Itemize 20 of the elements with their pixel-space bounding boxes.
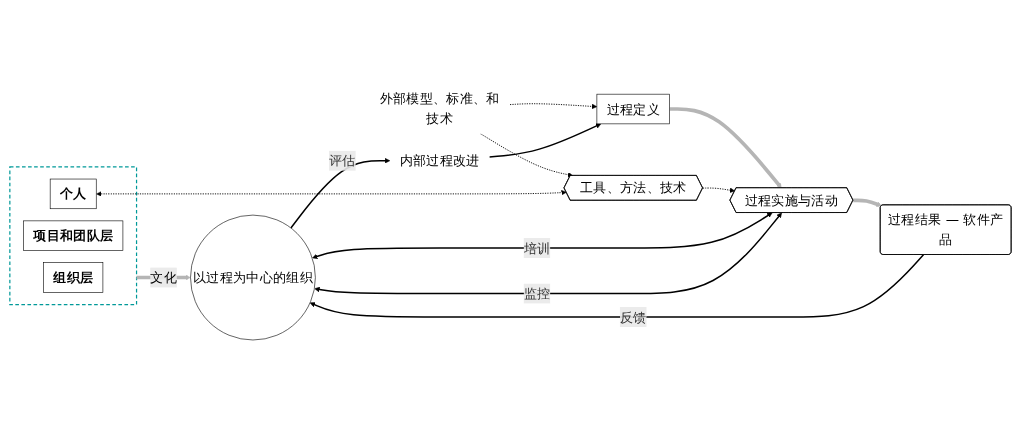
node-box: 个人 xyxy=(49,178,97,210)
arrow xyxy=(309,254,925,318)
node-circle: 以过程为中心的组织 xyxy=(190,214,316,341)
arrow xyxy=(290,158,391,229)
edge-label: 监控 xyxy=(523,286,551,302)
node-box: 组织层 xyxy=(43,262,104,293)
edge-label: 文化 xyxy=(150,269,177,286)
arrow xyxy=(669,107,782,189)
edge-label: 反馈 xyxy=(619,309,647,325)
cluster xyxy=(9,166,138,306)
edge-label: 培训 xyxy=(523,240,551,256)
arrow xyxy=(853,198,882,207)
node-box: 过程定义 xyxy=(596,93,670,125)
arrow xyxy=(312,212,773,259)
edge-label: 评估 xyxy=(329,153,356,169)
node-text: 外部模型、标准、和技术 xyxy=(379,91,500,127)
arrow xyxy=(314,212,782,295)
node-box: 项目和团队层 xyxy=(23,220,124,251)
arrow xyxy=(488,123,602,158)
node-text: 内部过程改进 xyxy=(399,153,480,169)
